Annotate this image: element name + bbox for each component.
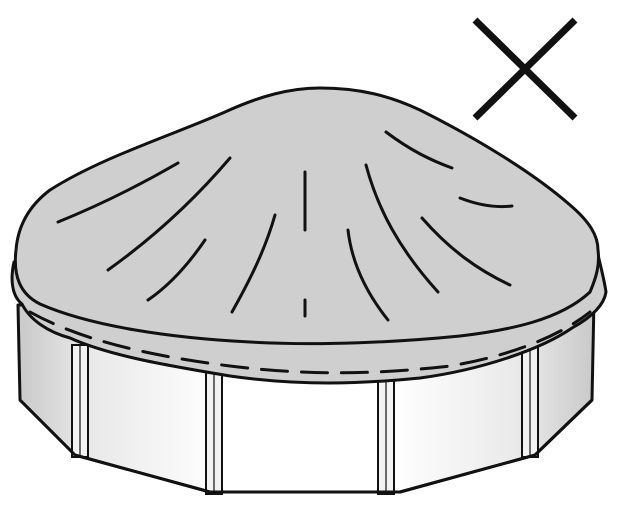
wrinkle-line xyxy=(146,238,207,302)
wrinkle-line xyxy=(384,130,454,170)
wrinkle-line xyxy=(458,196,514,209)
wrinkle-line xyxy=(230,213,277,314)
cover-wrinkles xyxy=(56,130,514,322)
wrinkle-line xyxy=(106,156,232,272)
cover-dome xyxy=(13,86,600,346)
close-x-icon xyxy=(472,17,578,121)
wrinkle-line xyxy=(420,216,512,287)
wrinkle-line xyxy=(56,161,180,224)
wrinkle-line xyxy=(364,163,440,294)
wrinkle-line xyxy=(346,228,390,322)
